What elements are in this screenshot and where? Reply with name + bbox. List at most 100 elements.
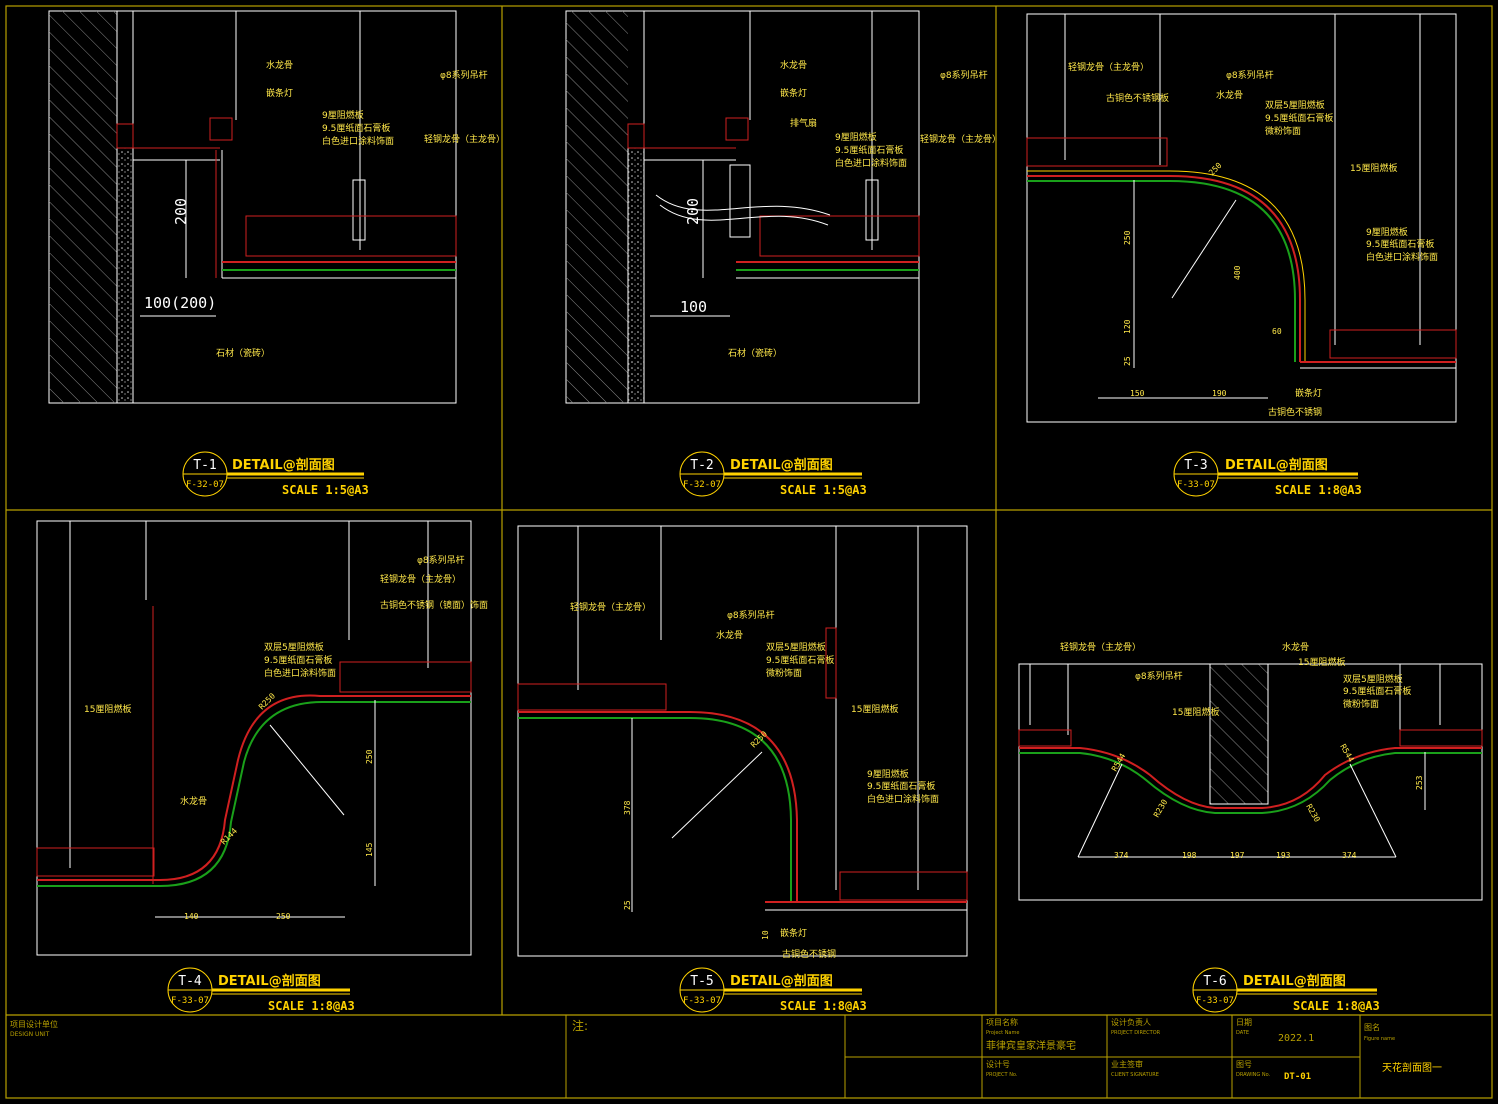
t2-label: 9.5厘纸面石膏板	[835, 144, 903, 156]
t3-dim: 250	[1207, 161, 1224, 178]
t5-dim: 378	[623, 800, 632, 815]
detail-title: DETAIL@剖面图	[730, 973, 833, 989]
t2-label: 轻钢龙骨（主龙骨）	[920, 133, 1001, 145]
detail-id: T-2	[690, 458, 713, 473]
detail-scale: SCALE 1:8@A3	[1293, 999, 1380, 1013]
project-no-label: 设计号	[986, 1059, 1010, 1069]
title-callout-t5: T-5 F-33-07 DETAIL@剖面图 SCALE 1:8@A3	[679, 967, 867, 1013]
t6-dim: R230	[1152, 798, 1170, 819]
t1-label: 石材（瓷砖）	[216, 347, 270, 359]
t4-label: 轻钢龙骨（主龙骨）	[380, 573, 461, 585]
client-label: 业主签审	[1111, 1059, 1143, 1069]
t6-label: 水龙骨	[1282, 641, 1309, 653]
detail-t2-drawing	[566, 11, 920, 404]
t4-label: 白色进口涂料饰面	[264, 667, 336, 679]
t6-label: φ8系列吊杆	[1135, 670, 1183, 682]
t4-label: 15厘阻燃板	[84, 703, 131, 715]
figure-name-label-en: Figure name	[1364, 1036, 1395, 1042]
design-unit-label: 项目设计单位	[10, 1019, 58, 1029]
t6-dim: 374	[1114, 851, 1129, 860]
figure-name-label: 图名	[1364, 1022, 1380, 1032]
date-value: 2022.1	[1278, 1033, 1314, 1044]
t3-label: 15厘阻燃板	[1350, 162, 1397, 174]
t2-label: 9厘阻燃板	[835, 131, 877, 143]
title-callout-t1: T-1 F-32-07 DETAIL@剖面图 SCALE 1:5@A3	[182, 451, 369, 497]
t3-dim: 60	[1272, 327, 1282, 336]
t5-label: 轻钢龙骨（主龙骨）	[570, 601, 651, 613]
t6-label: 9.5厘纸面石膏板	[1343, 685, 1411, 697]
t4-label: 9.5厘纸面石膏板	[264, 654, 332, 666]
t5-label: 微粉饰面	[766, 667, 802, 679]
t4-dim: 250	[365, 749, 374, 764]
detail-title: DETAIL@剖面图	[232, 457, 335, 473]
t3-dim: 150	[1130, 389, 1145, 398]
t3-dim: 25	[1123, 356, 1132, 366]
t2-label: 水龙骨	[780, 59, 807, 71]
detail-ref: F-33-07	[683, 996, 721, 1006]
t5-dim: 25	[623, 900, 632, 910]
detail-scale: SCALE 1:5@A3	[282, 483, 369, 497]
project-name-label: 项目名称	[986, 1017, 1018, 1027]
detail-t4-drawing	[36, 521, 472, 918]
t4-dim: 145	[365, 842, 374, 857]
detail-scale: SCALE 1:8@A3	[268, 999, 355, 1013]
t6-label: 双层5厘阻燃板	[1343, 673, 1403, 685]
detail-title: DETAIL@剖面图	[1225, 457, 1328, 473]
t5-label: 双层5厘阻燃板	[766, 641, 826, 653]
t6-label: 15厘阻燃板	[1298, 656, 1345, 668]
sheet-frame	[5, 5, 1493, 1099]
detail-boxes	[36, 10, 1483, 957]
t5-label: 9厘阻燃板	[867, 768, 909, 780]
t2-dim: 200	[684, 198, 702, 225]
t6-dim: 374	[1342, 851, 1357, 860]
t3-label: 水龙骨	[1216, 89, 1243, 101]
t3-dim: 120	[1123, 319, 1132, 334]
t3-label: 双层5厘阻燃板	[1265, 99, 1325, 111]
t3-dim: 190	[1212, 389, 1227, 398]
t1-label: 水龙骨	[266, 59, 293, 71]
t3-label: 古铜色不锈钢板	[1106, 92, 1169, 104]
director-label: 设计负责人	[1111, 1017, 1151, 1027]
t4-dim: 140	[184, 912, 199, 921]
project-name-label-en: Project Name	[986, 1030, 1019, 1036]
detail-t1-drawing	[49, 11, 457, 404]
t1-label: φ8系列吊杆	[440, 69, 488, 81]
t6-dim: 253	[1415, 775, 1424, 790]
t1-label: 9.5厘纸面石膏板	[322, 122, 390, 134]
t5-label: 9.5厘纸面石膏板	[766, 654, 834, 666]
t1-dim: 100(200)	[144, 294, 216, 312]
t6-dim: R544	[1338, 743, 1356, 764]
t3-label: φ8系列吊杆	[1226, 69, 1274, 81]
detail-id: T-5	[690, 974, 713, 989]
t6-dim: R230	[1304, 803, 1322, 824]
t6-label: 轻钢龙骨（主龙骨）	[1060, 641, 1141, 653]
figure-name-value: 天花剖面图一	[1382, 1061, 1442, 1074]
t5-label: 嵌条灯	[780, 927, 807, 939]
detail-id: T-3	[1184, 458, 1207, 473]
title-callout-t4: T-4 F-33-07 DETAIL@剖面图 SCALE 1:8@A3	[167, 967, 355, 1013]
detail-ref: F-33-07	[1196, 996, 1234, 1006]
t1-label: 白色进口涂料饰面	[322, 135, 394, 147]
client-label-en: CLIENT SIGNATURE	[1111, 1072, 1159, 1078]
t5-label: 白色进口涂料饰面	[867, 793, 939, 805]
t5-label: 9.5厘纸面石膏板	[867, 780, 935, 792]
t4-dim: R144	[219, 826, 239, 846]
date-label-en: DATE	[1236, 1030, 1249, 1036]
t6-dim: 198	[1182, 851, 1197, 860]
detail-ref: F-33-07	[171, 996, 209, 1006]
project-no-label-en: PROJECT No.	[986, 1072, 1018, 1078]
notes-label: 注:	[572, 1018, 588, 1033]
detail-t3-drawing	[1026, 14, 1457, 399]
t2-label: 嵌条灯	[780, 87, 807, 99]
detail-title: DETAIL@剖面图	[1243, 973, 1346, 989]
t4-dim: 250	[276, 912, 291, 921]
t1-label: 嵌条灯	[266, 87, 293, 99]
date-label: 日期	[1236, 1018, 1252, 1027]
t2-label: 白色进口涂料饰面	[835, 157, 907, 169]
detail-id: T-1	[193, 458, 216, 473]
title-callout-t6: T-6 F-33-07 DETAIL@剖面图 SCALE 1:8@A3	[1192, 967, 1380, 1013]
detail-title: DETAIL@剖面图	[218, 973, 321, 989]
drawing-no-label-en: DRAWING No.	[1236, 1072, 1271, 1078]
detail-title: DETAIL@剖面图	[730, 457, 833, 473]
